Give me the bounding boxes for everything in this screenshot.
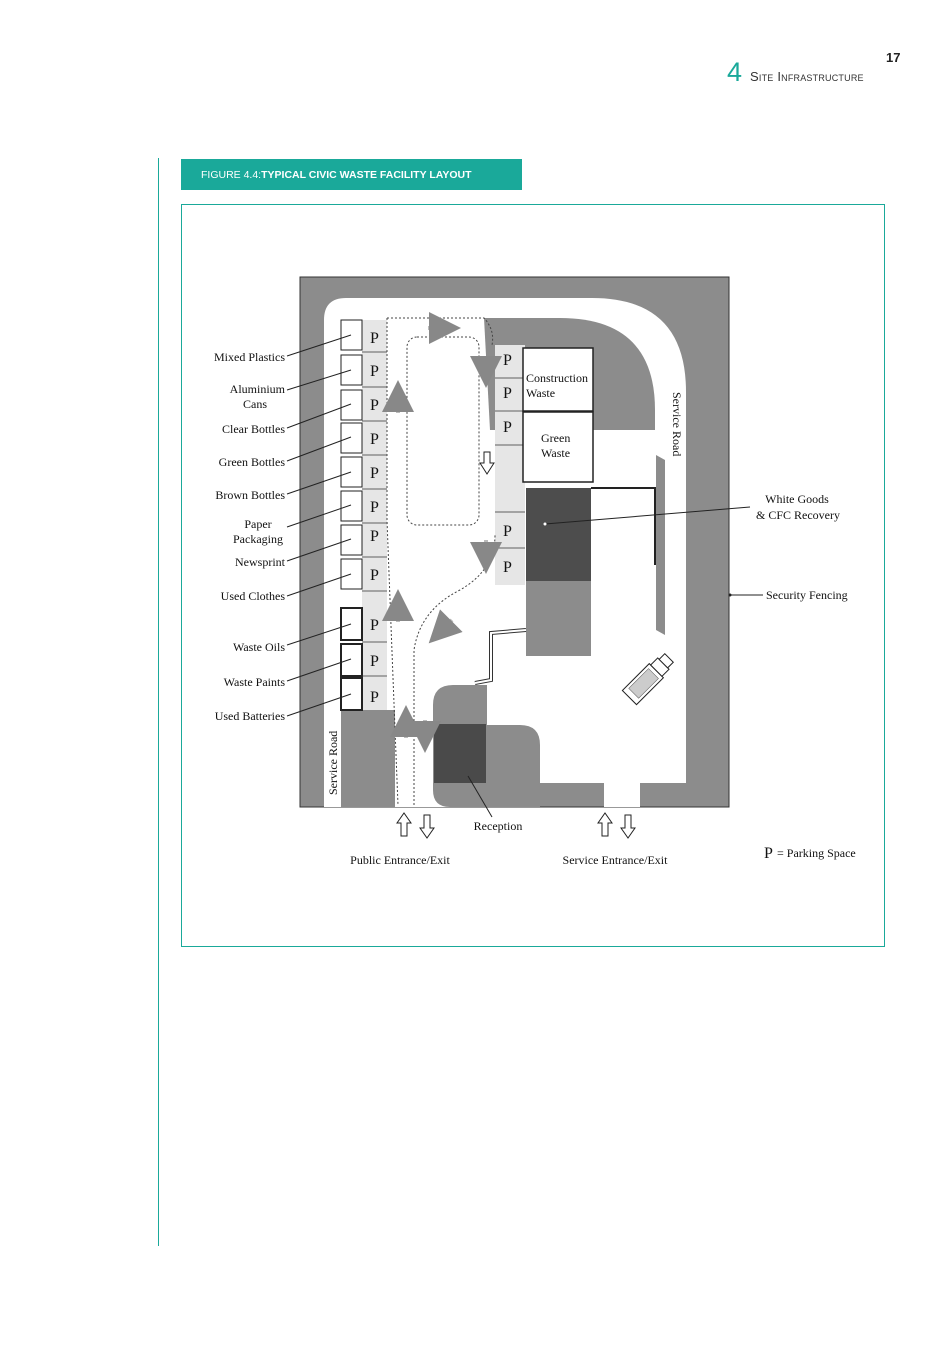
- white-goods-label: White Goods: [765, 492, 829, 506]
- service-entrance-label: Service Entrance/Exit: [563, 853, 669, 867]
- parking-strip-right: [495, 345, 525, 585]
- service-entrance-arrows: [597, 812, 636, 839]
- parking-space: P: [370, 567, 379, 584]
- figure-caption-title: TYPICAL CIVIC WASTE FACILITY LAYOUT: [261, 168, 472, 181]
- page-number: 17: [886, 50, 901, 65]
- security-fencing-label: Security Fencing: [766, 588, 848, 602]
- parking-space: P: [370, 499, 379, 516]
- construction-waste-label: Waste: [526, 386, 555, 400]
- parking-space: P: [370, 431, 379, 448]
- label-used-batteries: Used Batteries: [215, 709, 286, 723]
- traffic-arrows: [382, 312, 502, 753]
- parking-space: P: [503, 559, 512, 576]
- label-waste-oils: Waste Oils: [233, 640, 285, 654]
- white-goods-building: [526, 488, 591, 581]
- label-aluminium-cans: Aluminium: [230, 382, 286, 396]
- parking-labels-right: P P P P P: [503, 352, 512, 576]
- container-column: [340, 319, 363, 711]
- construction-waste-building: [522, 347, 594, 412]
- parking-space: P: [370, 617, 379, 634]
- parking-space: P: [370, 330, 379, 347]
- green-waste-label: Green: [541, 431, 570, 445]
- left-labels: Mixed Plastics Aluminium Cans Clear Bott…: [214, 350, 286, 723]
- white-goods-label: & CFC Recovery: [756, 508, 840, 522]
- figure-caption-prefix: FIGURE 4.4:: [201, 168, 262, 181]
- reception-label: Reception: [474, 819, 523, 833]
- grey-strip-right: [656, 455, 665, 635]
- label-brown-bottles: Brown Bottles: [215, 488, 285, 502]
- traffic-lane-left: [386, 318, 399, 806]
- white-goods-wall: [591, 487, 656, 565]
- construction-waste-label: Construction: [526, 371, 588, 385]
- truck-icon: [621, 653, 674, 706]
- label-green-bottles: Green Bottles: [219, 455, 286, 469]
- green-waste-building: [522, 411, 594, 483]
- parking-space: P: [503, 523, 512, 540]
- access-ramp-inner: [474, 629, 527, 684]
- label-paper-packaging: Paper: [244, 517, 271, 531]
- label-used-clothes: Used Clothes: [221, 589, 286, 603]
- parking-space: P: [370, 689, 379, 706]
- parking-space: P: [503, 419, 512, 436]
- parking-space: P: [370, 465, 379, 482]
- chapter-title: Site Infrastructure: [750, 69, 864, 84]
- leader-white-goods: [544, 506, 751, 525]
- reception-building: [434, 724, 486, 783]
- chapter-heading: 4 Site Infrastructure: [727, 59, 864, 86]
- public-entrance-arrows: [396, 812, 435, 839]
- label-newsprint: Newsprint: [235, 555, 286, 569]
- parking-space: P: [503, 352, 512, 369]
- traffic-lane-top: [387, 317, 494, 346]
- label-waste-paints: Waste Paints: [224, 675, 286, 689]
- grey-block-bottom-left: [341, 710, 395, 807]
- legend-text: = Parking Space: [777, 846, 856, 860]
- label-mixed-plastics: Mixed Plastics: [214, 350, 285, 364]
- parking-space: P: [370, 653, 379, 670]
- label-paper-packaging: Packaging: [233, 532, 283, 546]
- service-road-label-left: Service Road: [326, 731, 340, 795]
- label-clear-bottles: Clear Bottles: [222, 422, 285, 436]
- figure-frame: [181, 204, 885, 947]
- leader-reception: [467, 775, 493, 818]
- figure-caption: FIGURE 4.4: TYPICAL CIVIC WASTE FACILITY…: [181, 159, 522, 190]
- legend-symbol: P: [764, 845, 773, 862]
- parking-space: P: [370, 397, 379, 414]
- leader-lines-left: [286, 334, 352, 717]
- chapter-number: 4: [727, 57, 743, 87]
- service-road-label-right: Service Road: [670, 392, 684, 456]
- parking-labels-left: P P P P P P P P P P P: [370, 330, 379, 706]
- label-aluminium-cans: Cans: [243, 397, 267, 411]
- public-entrance-label: Public Entrance/Exit: [350, 853, 450, 867]
- parking-space: P: [370, 528, 379, 545]
- down-arrow-outline: [479, 451, 495, 475]
- parking-space: P: [503, 385, 512, 402]
- margin-rule: [158, 158, 159, 1246]
- green-waste-label: Waste: [541, 446, 570, 460]
- parking-space: P: [370, 363, 379, 380]
- white-goods-yard: [526, 581, 591, 656]
